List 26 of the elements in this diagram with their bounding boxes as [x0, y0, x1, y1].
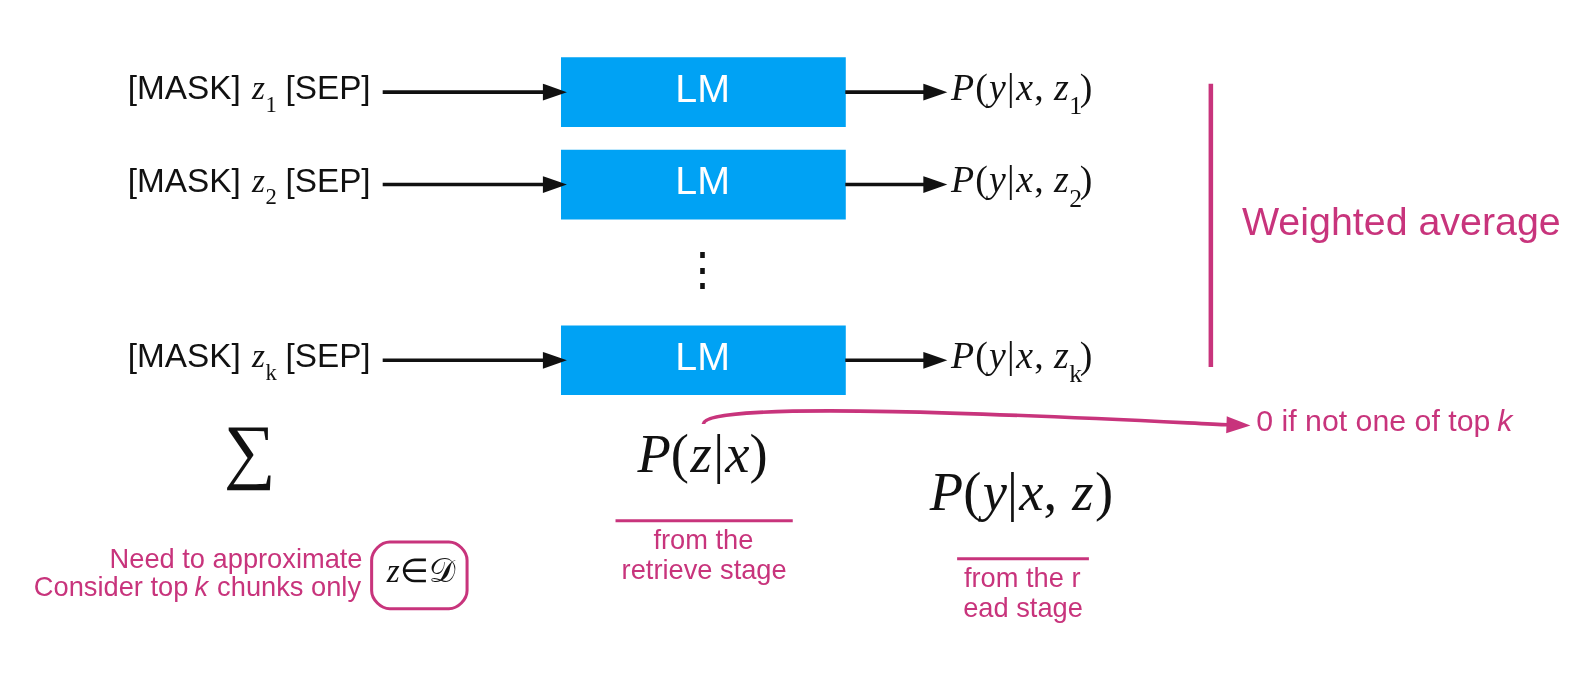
node-text: P(y|x, z$_{1}$) [951, 65, 1093, 120]
arrow [702, 408, 1251, 433]
node-box: z∈𝒟 [370, 540, 469, 610]
arrow [845, 175, 948, 193]
node-label: from the r ead stage [963, 561, 1083, 623]
node-label: from the retrieve stage [621, 523, 787, 585]
arrow [845, 83, 948, 101]
node-text: P(y|x, z) [929, 460, 1114, 522]
label: ∑ [223, 409, 276, 491]
node-text: [MASK] z$_{1}$ [SEP] [127, 68, 371, 117]
label: Weighted average [1241, 198, 1561, 243]
node-text: P(y|x, z$_{2}$) [951, 157, 1093, 213]
node-text: 0 if not one of top k [1256, 403, 1513, 437]
node-box: LM [561, 56, 846, 127]
arrow [382, 83, 567, 101]
node-box: LM [561, 324, 846, 395]
arrow [382, 351, 567, 369]
node-text: [MASK] z$_{2}$ [SEP] [127, 161, 371, 209]
label: ⋮ [679, 242, 725, 294]
node-text: P(z|x) [637, 422, 768, 484]
node-label: Need to approximate Consider top k chunks only [33, 542, 363, 602]
node-box: LM [561, 149, 846, 219]
node-text: P(y|x, z$_{k}$) [951, 333, 1093, 388]
arrow [382, 175, 567, 193]
node-text: [MASK] z$_{k}$ [SEP] [127, 336, 371, 385]
arrow [845, 351, 948, 369]
